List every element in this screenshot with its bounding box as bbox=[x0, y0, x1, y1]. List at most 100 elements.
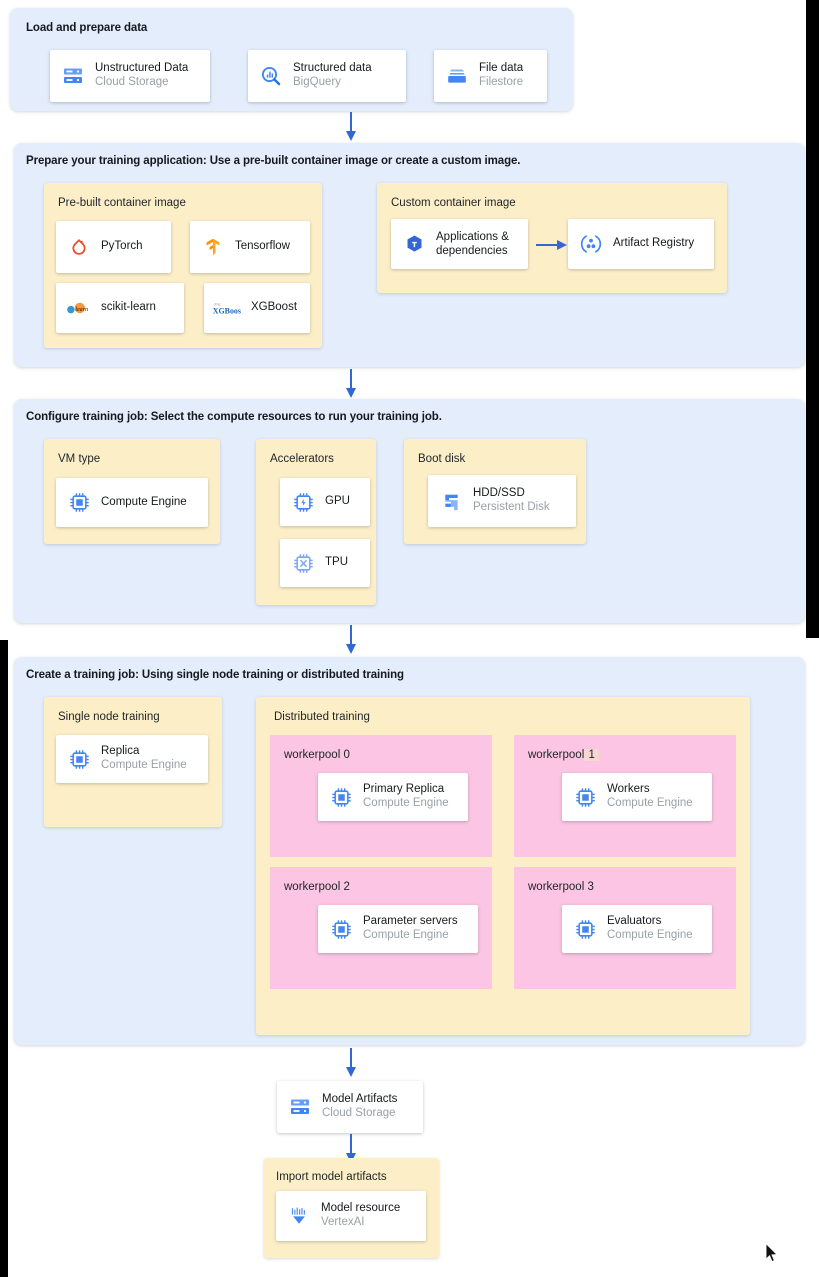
card-title: Primary Replica bbox=[363, 783, 445, 796]
stage-title: Prepare your training application: Use a… bbox=[26, 155, 521, 167]
card-title: Applications & dependencies bbox=[436, 230, 509, 257]
card-title: Workers bbox=[607, 783, 650, 796]
group-title: Accelerators bbox=[270, 453, 334, 465]
card-applications-dependencies[interactable]: Applications & dependencies bbox=[391, 219, 528, 269]
mouse-cursor bbox=[765, 1243, 779, 1263]
card-title: Evaluators bbox=[607, 915, 662, 928]
card-structured-data[interactable]: Structured data BigQuery bbox=[248, 50, 406, 102]
group-vm-type: VM type Compute Engine bbox=[44, 439, 220, 544]
card-subtitle: Compute Engine bbox=[363, 797, 449, 809]
workerpool-title: workerpool 0 bbox=[284, 749, 350, 761]
card-subtitle: Cloud Storage bbox=[322, 1107, 396, 1119]
svg-text:learn: learn bbox=[75, 307, 88, 313]
card-subtitle: Persistent Disk bbox=[473, 501, 550, 513]
card-model-artifacts[interactable]: Model Artifacts Cloud Storage bbox=[277, 1081, 423, 1133]
applications-dependencies-icon bbox=[401, 231, 427, 257]
workerpool-title-prefix: workerpool bbox=[284, 881, 341, 893]
scikit-learn-icon: learn bbox=[66, 295, 92, 321]
card-tensorflow[interactable]: Tensorflow bbox=[190, 221, 310, 273]
stage-create-training-job: Create a training job: Using single node… bbox=[14, 657, 805, 1045]
workerpool-0: workerpool 0 bbox=[270, 735, 492, 857]
card-title: Parameter servers bbox=[363, 915, 458, 928]
card-file-data[interactable]: File data Filestore bbox=[434, 50, 547, 102]
card-scikit-learn[interactable]: learn scikit-learn bbox=[56, 283, 184, 333]
card-parameter-servers[interactable]: Parameter servers Compute Engine bbox=[318, 905, 492, 967]
card-subtitle: VertexAI bbox=[321, 1216, 365, 1228]
persistent-disk-icon bbox=[438, 488, 464, 514]
card-title: Structured data bbox=[293, 62, 372, 75]
workerpool-title: workerpool 2 bbox=[284, 881, 350, 893]
card-title: PyTorch bbox=[101, 240, 143, 253]
group-title: Single node training bbox=[58, 711, 160, 723]
pytorch-icon bbox=[66, 234, 92, 260]
card-title: Replica bbox=[101, 745, 140, 758]
card-title: Tensorflow bbox=[235, 240, 290, 253]
workerpool-title-index: 3 bbox=[587, 881, 594, 893]
workerpool-title-prefix: workerpool bbox=[528, 749, 585, 761]
card-subtitle: Compute Engine bbox=[607, 797, 693, 809]
card-subtitle: Compute Engine bbox=[607, 929, 693, 941]
card-title: Model resource bbox=[321, 1202, 401, 1215]
compute-engine-icon bbox=[66, 490, 92, 516]
card-xgboost[interactable]: dmlc XGBoost XGBoost bbox=[204, 283, 310, 333]
card-subtitle: Cloud Storage bbox=[95, 76, 169, 88]
card-replica[interactable]: Replica Compute Engine bbox=[56, 735, 222, 797]
arrow-stage4-to-model-artifacts bbox=[346, 1048, 356, 1077]
group-title: Boot disk bbox=[418, 453, 466, 465]
card-title: Artifact Registry bbox=[613, 237, 695, 250]
card-title: scikit-learn bbox=[101, 301, 156, 314]
arrow-stage3-to-stage4 bbox=[346, 625, 356, 654]
workerpool-title: workerpool 3 bbox=[528, 881, 594, 893]
card-subtitle: Compute Engine bbox=[363, 929, 449, 941]
group-title: Import model artifacts bbox=[276, 1171, 387, 1183]
card-unstructured-data[interactable]: Unstructured Data Cloud Storage bbox=[50, 50, 210, 102]
arrow-model-artifacts-to-import bbox=[346, 1134, 356, 1163]
card-subtitle: Filestore bbox=[479, 76, 524, 88]
arrow-applications-to-artifact-registry bbox=[536, 240, 567, 250]
card-subtitle: BigQuery bbox=[293, 76, 341, 88]
card-title: XGBoost bbox=[251, 301, 298, 314]
bigquery-icon bbox=[258, 63, 284, 89]
workerpool-title-prefix: workerpool bbox=[528, 881, 585, 893]
workerpool-title-prefix: workerpool bbox=[284, 749, 341, 761]
group-title: VM type bbox=[58, 453, 101, 465]
group-distributed-training: Distributed training workerpool 0 bbox=[256, 697, 750, 1035]
vertex-ai-icon bbox=[286, 1203, 312, 1229]
workerpool-title-index: 2 bbox=[343, 881, 350, 893]
card-artifact-registry[interactable]: Artifact Registry bbox=[568, 219, 714, 269]
compute-engine-icon bbox=[572, 784, 598, 810]
workerpool-title-index: 1 bbox=[588, 749, 595, 761]
artifact-registry-icon bbox=[578, 231, 604, 257]
gpu-icon bbox=[290, 489, 316, 515]
group-import-model-artifacts: Import model artifacts Model resource bbox=[264, 1158, 439, 1258]
card-workers[interactable]: Workers Compute Engine bbox=[562, 773, 726, 835]
group-title: Pre-built container image bbox=[58, 197, 186, 209]
card-title: GPU bbox=[325, 495, 350, 508]
screen-edge-bar-left bbox=[0, 640, 8, 1277]
group-custom-container-image: Custom container image Applications & de… bbox=[377, 183, 727, 293]
card-title: Unstructured Data bbox=[95, 62, 189, 75]
group-title: Custom container image bbox=[391, 197, 516, 209]
card-compute-engine-vm[interactable]: Compute Engine bbox=[56, 478, 208, 527]
compute-engine-icon bbox=[328, 784, 354, 810]
arrow-stage2-to-stage3 bbox=[346, 369, 356, 398]
xgboost-icon: dmlc XGBoost bbox=[210, 295, 242, 321]
stage-title: Load and prepare data bbox=[26, 22, 148, 34]
cloud-storage-icon bbox=[60, 63, 86, 89]
card-subtitle: Compute Engine bbox=[101, 759, 187, 771]
arrow-stage1-to-stage2 bbox=[346, 112, 356, 141]
card-gpu[interactable]: GPU bbox=[280, 478, 370, 526]
card-pytorch[interactable]: PyTorch bbox=[56, 221, 171, 273]
card-evaluators[interactable]: Evaluators Compute Engine bbox=[562, 905, 726, 967]
card-model-resource[interactable]: Model resource VertexAI bbox=[276, 1191, 426, 1241]
group-title: Distributed training bbox=[274, 711, 370, 723]
card-tpu[interactable]: TPU bbox=[280, 539, 370, 587]
stage-configure-training-job: Configure training job: Select the compu… bbox=[14, 399, 805, 623]
card-primary-replica[interactable]: Primary Replica Compute Engine bbox=[318, 773, 482, 835]
svg-text:XGBoost: XGBoost bbox=[213, 306, 241, 315]
filestore-icon bbox=[444, 63, 470, 89]
workerpool-3: workerpool 3 bbox=[514, 867, 736, 989]
group-single-node-training: Single node training R bbox=[44, 697, 222, 827]
card-persistent-disk[interactable]: HDD/SSD Persistent Disk bbox=[428, 475, 576, 527]
